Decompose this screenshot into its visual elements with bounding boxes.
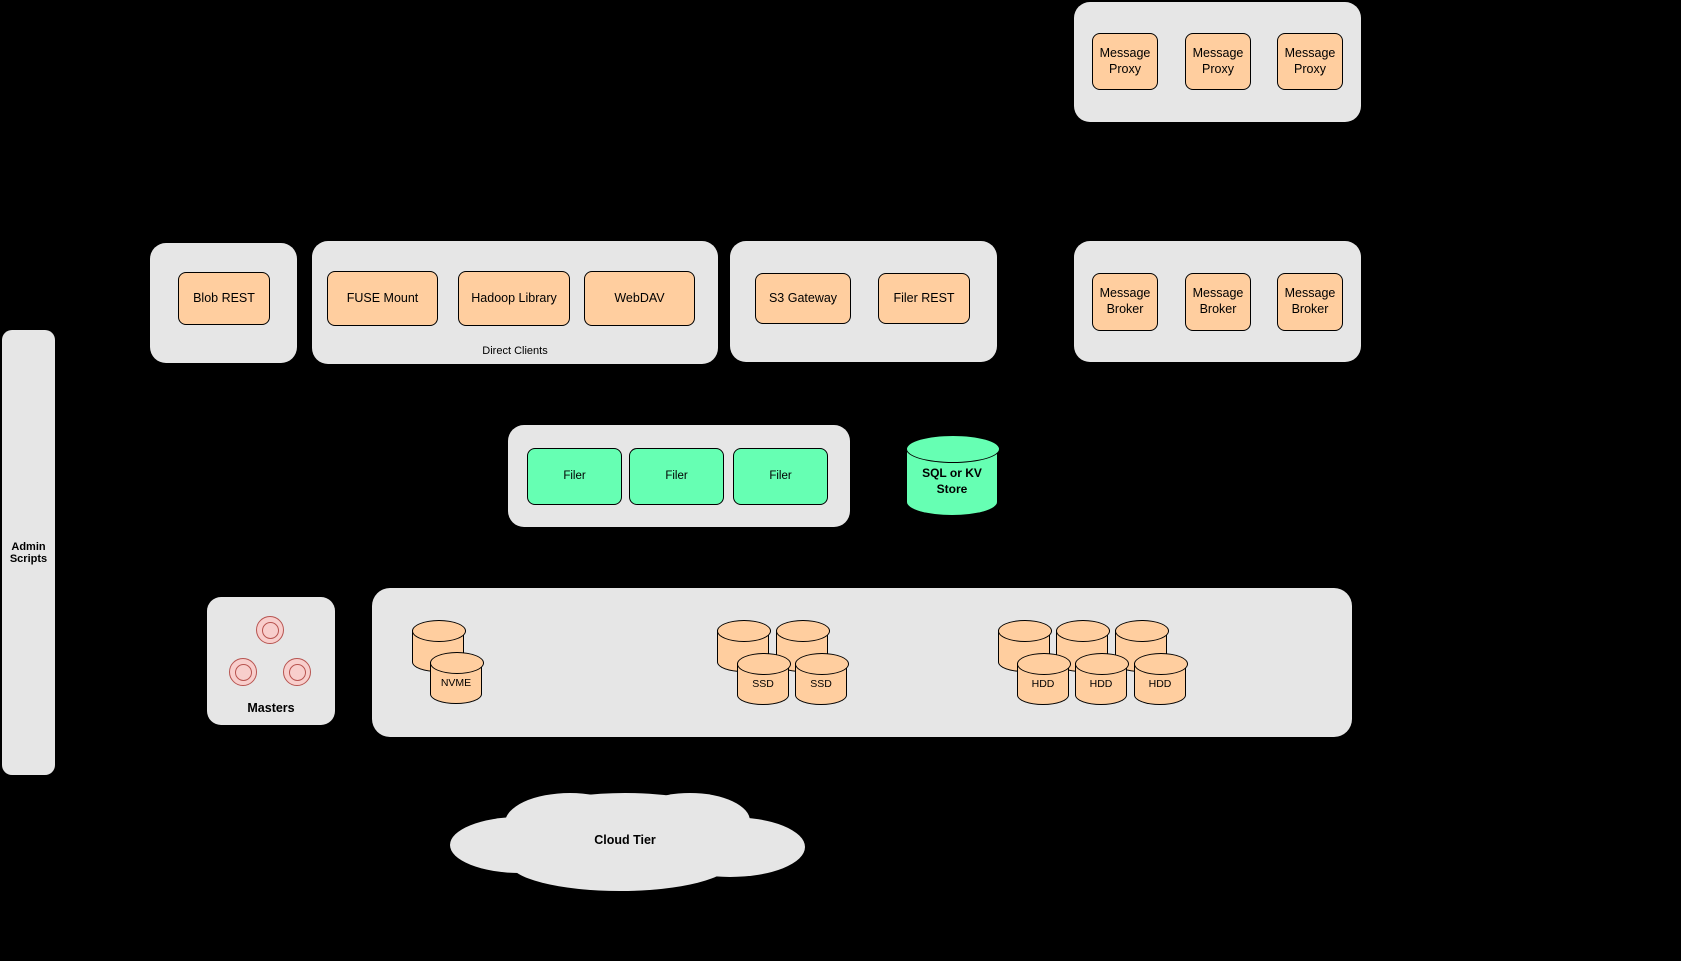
- direct-clients-caption: Direct Clients: [482, 345, 548, 357]
- message-broker-node: Message Broker: [1092, 273, 1158, 331]
- sql-kv-store-cylinder: SQL or KV Store: [906, 435, 1000, 516]
- webdav-node: WebDAV: [584, 271, 695, 326]
- masters-label: Masters: [247, 701, 295, 715]
- blob-rest-label: Blob REST: [193, 290, 255, 305]
- message-proxy-group: Message Proxy Message Proxy Message Prox…: [1074, 2, 1361, 122]
- filer-node: Filer: [527, 448, 622, 505]
- hdd-cylinder: HDD: [1017, 653, 1071, 705]
- filer-node: Filer: [629, 448, 724, 505]
- filer-label: Filer: [665, 470, 688, 483]
- hdd-cylinder: HDD: [1134, 653, 1188, 705]
- message-proxy-node: Message Proxy: [1092, 33, 1158, 90]
- message-broker-node: Message Broker: [1185, 273, 1251, 331]
- fuse-mount-label: FUSE Mount: [346, 290, 419, 305]
- master-node-icon: [283, 658, 311, 686]
- cloud-icon: [450, 793, 805, 891]
- message-proxy-node: Message Proxy: [1185, 33, 1251, 90]
- s3-gateway-node: S3 Gateway: [755, 273, 851, 324]
- filer-label: Filer: [769, 470, 792, 483]
- admin-scripts-panel: Admin Scripts: [2, 330, 55, 775]
- nvme-cylinder: NVME: [430, 652, 484, 704]
- fuse-mount-node: FUSE Mount: [327, 271, 438, 326]
- master-node-icon: [229, 658, 257, 686]
- message-proxy-label: Message Proxy: [1284, 45, 1336, 76]
- admin-scripts-label: Admin Scripts: [9, 540, 48, 565]
- blob-rest-group: Blob REST: [150, 243, 297, 363]
- filer-node: Filer: [733, 448, 828, 505]
- s3-gateway-label: S3 Gateway: [768, 290, 838, 305]
- filer-rest-node: Filer REST: [878, 273, 970, 324]
- direct-clients-group: FUSE Mount Hadoop Library WebDAV Direct …: [312, 241, 718, 364]
- hadoop-library-node: Hadoop Library: [458, 271, 570, 326]
- message-proxy-label: Message Proxy: [1192, 45, 1244, 76]
- blob-rest-node: Blob REST: [178, 272, 270, 325]
- volume-servers-panel: NVME SSD SSD HDD HDD HDD: [372, 588, 1352, 737]
- ssd-label: SSD: [810, 677, 832, 690]
- gateway-group: S3 Gateway Filer REST: [730, 241, 997, 362]
- message-broker-group: Message Broker Message Broker Message Br…: [1074, 241, 1361, 362]
- message-broker-label: Message Broker: [1099, 286, 1151, 316]
- webdav-label: WebDAV: [614, 290, 665, 305]
- cloud-tier-label: Cloud Tier: [594, 833, 656, 847]
- hdd-label: HDD: [1148, 677, 1172, 690]
- sql-kv-store-label: SQL or KV Store: [922, 465, 982, 496]
- hdd-label: HDD: [1089, 677, 1113, 690]
- ssd-cylinder: SSD: [737, 653, 791, 705]
- message-broker-node: Message Broker: [1277, 273, 1343, 331]
- ssd-label: SSD: [752, 677, 774, 690]
- masters-panel: Masters: [207, 597, 335, 725]
- message-broker-label: Message Broker: [1284, 286, 1336, 316]
- ssd-cylinder: SSD: [795, 653, 849, 705]
- hadoop-library-label: Hadoop Library: [471, 290, 557, 305]
- filer-group: Filer Filer Filer: [508, 425, 850, 527]
- filer-label: Filer: [563, 470, 586, 483]
- message-proxy-label: Message Proxy: [1099, 45, 1151, 76]
- filer-rest-label: Filer REST: [893, 290, 955, 305]
- nvme-label: NVME: [440, 676, 472, 689]
- master-node-icon: [256, 616, 284, 644]
- hdd-label: HDD: [1031, 677, 1055, 690]
- message-broker-label: Message Broker: [1192, 286, 1244, 316]
- hdd-cylinder: HDD: [1075, 653, 1129, 705]
- message-proxy-node: Message Proxy: [1277, 33, 1343, 90]
- cloud-tier-shape: Cloud Tier: [440, 785, 810, 897]
